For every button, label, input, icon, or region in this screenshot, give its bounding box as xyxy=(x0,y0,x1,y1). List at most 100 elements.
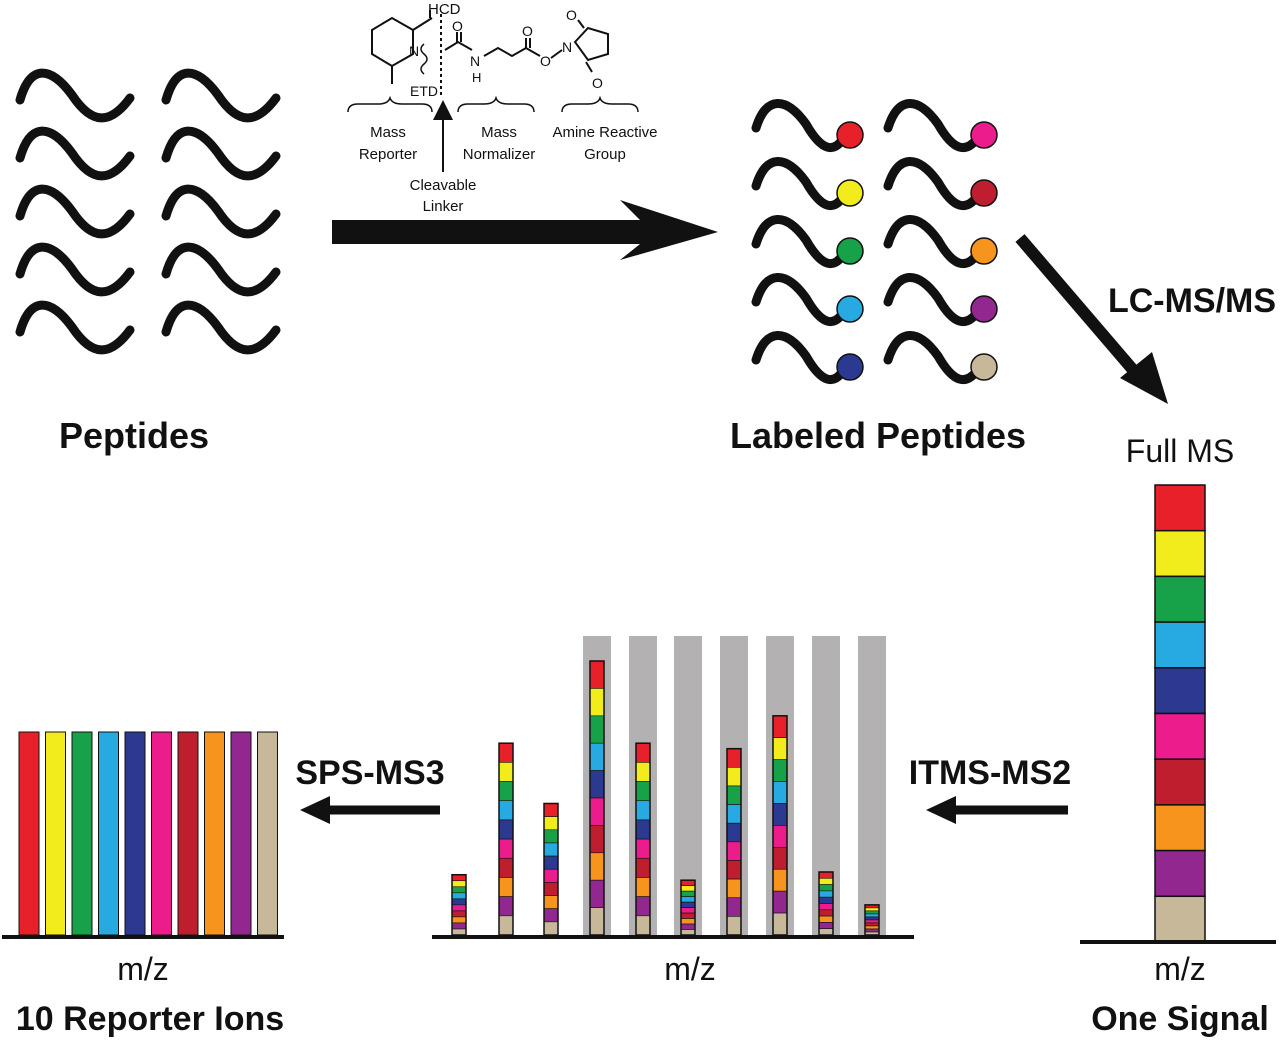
ms2-peak-segment xyxy=(772,868,788,892)
ms2-peak-segment xyxy=(772,737,788,760)
succinimide-carbonyl-bottom xyxy=(585,61,593,73)
ms2-peak-segment xyxy=(864,910,880,915)
full-ms-segment xyxy=(1154,529,1206,578)
ester-oxygen: O xyxy=(540,53,551,69)
mz-label-left: m/z xyxy=(117,951,169,987)
ms2-peak-segment xyxy=(543,868,559,883)
amide-bond xyxy=(444,40,473,51)
reporter-ion-bar xyxy=(257,731,278,936)
peptide-strand xyxy=(15,126,135,181)
ms2-peak-segment xyxy=(680,901,696,908)
tmt-reagent-structure: N HCD ETD O N H O O N O O Mass Reporter … xyxy=(347,1,658,215)
labeled-peptides-label: Labeled Peptides xyxy=(730,415,1026,456)
sps-ms3-label: SPS-MS3 xyxy=(295,754,444,792)
ms2-peak-segment xyxy=(451,892,467,900)
ms2-peak-segment xyxy=(543,842,559,857)
ms2-peak-segment xyxy=(498,857,514,878)
ms2-peak-segment xyxy=(451,898,467,906)
ms2-peak-segment xyxy=(589,688,605,717)
ms2-peak-segment xyxy=(635,896,651,917)
ms2-peak-segment xyxy=(451,886,467,894)
peptide-strand xyxy=(15,68,135,123)
ms2-peak-segment xyxy=(818,871,834,879)
mass-reporter-line2: Reporter xyxy=(359,146,417,163)
ms2-peak-segment xyxy=(680,890,696,897)
ms2-peak-segment xyxy=(589,879,605,908)
reporter-ion-bars xyxy=(18,731,278,936)
labeled-peptide-strand xyxy=(883,215,985,269)
lcmsms-arrow-shaft xyxy=(1015,234,1145,382)
ms2-peak-segment xyxy=(772,890,788,914)
peptide-strand xyxy=(161,68,281,123)
labeled-peptide-strand xyxy=(883,331,985,385)
ms2-peak-segment xyxy=(451,922,467,930)
full-ms-stack xyxy=(1154,484,1206,943)
mz-label-middle: m/z xyxy=(664,951,716,987)
ms2-peak-segment xyxy=(726,785,742,805)
lcmsms-label: LC-MS/MS xyxy=(1108,282,1276,320)
ms2-peak-segment xyxy=(451,904,467,912)
labeled-peptide-strand xyxy=(751,273,851,327)
ester-oxygen-top: O xyxy=(522,23,533,39)
ms2-peak-segment xyxy=(818,896,834,904)
ms2-peak-segment xyxy=(818,928,834,936)
ms2-peak-segment xyxy=(451,916,467,924)
ms2-peak-segment xyxy=(589,852,605,881)
full-ms-segment xyxy=(1154,895,1206,943)
mass-tag-dot xyxy=(836,121,864,149)
ms2-peak-segment xyxy=(818,903,834,911)
ms2-peak-segment xyxy=(635,838,651,859)
succinimide-n: N xyxy=(562,39,572,55)
ms2-peak-segment xyxy=(498,838,514,859)
succinimide-oxygen-bottom: O xyxy=(592,75,603,91)
ms2-peak-segment xyxy=(818,909,834,917)
labeled-peptide-strand xyxy=(751,331,851,385)
ms2-peak-segment xyxy=(680,885,696,892)
ms2-peak-segment xyxy=(543,816,559,831)
etd-label: ETD xyxy=(410,83,438,99)
mass-tag-dot xyxy=(970,237,998,265)
succinimide-carbonyl-top xyxy=(577,19,585,29)
ms2-peak-segment xyxy=(864,913,880,918)
amine-reactive-line2: Group xyxy=(584,146,626,163)
ms2-peak-segment xyxy=(726,897,742,917)
ms2-peak-segment xyxy=(589,660,605,689)
reporter-ion-bar xyxy=(177,731,199,936)
ms2-peak-segment xyxy=(498,819,514,840)
ms2-peak-segment xyxy=(772,715,788,739)
ms2-peak-segment xyxy=(451,880,467,888)
hcd-label: HCD xyxy=(428,1,461,18)
full-ms-segment xyxy=(1154,621,1206,669)
ms2-peak-segment xyxy=(543,803,559,817)
reporter-ion-bar xyxy=(98,731,119,936)
ms2-peak-segment xyxy=(589,907,605,936)
labeled-peptide-strand xyxy=(883,273,985,327)
labeled-peptide-strand xyxy=(883,99,985,153)
methyl-bond-top xyxy=(412,17,433,31)
full-ms-segment xyxy=(1154,712,1206,760)
ms2-peak-segment xyxy=(635,762,651,782)
full-ms-segment xyxy=(1154,484,1206,532)
ms2-peak-segment xyxy=(864,925,880,930)
peptide-strand xyxy=(15,242,135,297)
amide-nh: N xyxy=(470,53,480,69)
cleavable-linker-line2: Linker xyxy=(423,198,464,215)
ms2-peak-segment xyxy=(680,896,696,903)
mass-tag-dot xyxy=(970,353,998,381)
ms2-peak-segment xyxy=(451,874,467,882)
ms2-peak-segment xyxy=(543,895,559,909)
cleavage-wavy-bond xyxy=(420,43,428,75)
ms2-peak-segment xyxy=(864,916,880,921)
ms2-peak-segment xyxy=(680,923,696,930)
lcmsms-arrow-head xyxy=(1120,352,1168,404)
ms2-peak-segment xyxy=(589,742,605,771)
brace-mass-normalizer xyxy=(457,95,535,113)
ms2-peak-segment xyxy=(498,762,514,782)
piperidine-n: N xyxy=(409,43,419,59)
ms2-peak-segment xyxy=(498,781,514,802)
ms2-peak-segment xyxy=(635,819,651,840)
ms2-peak-segment xyxy=(726,767,742,787)
ms2-peak-segment xyxy=(864,922,880,927)
ms2-peak-segment xyxy=(772,759,788,782)
full-ms-segment xyxy=(1154,667,1206,715)
